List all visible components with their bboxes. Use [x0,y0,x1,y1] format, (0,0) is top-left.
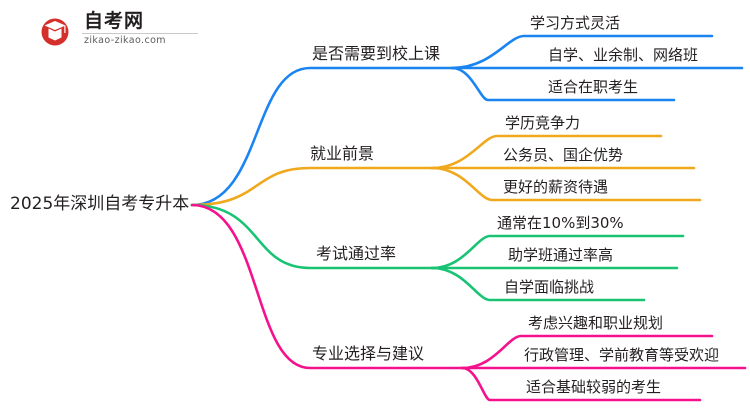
leaf-label-0-1[interactable]: 自学、业余制、网络班 [548,46,699,64]
leaf-label-2-2[interactable]: 自学面临挑战 [504,278,595,296]
leaf-label-1-1[interactable]: 公务员、国企优势 [503,146,624,164]
branch-connector-0 [190,66,454,207]
leaf-connector-3-2 [460,366,702,402]
branch-label-2[interactable]: 考试通过率 [316,244,397,263]
logo-text: 自考网 zikao-zikao.com [82,10,202,47]
branch-connector-3 [190,203,464,370]
branch-connector-1 [190,166,434,207]
leaf-label-0-0[interactable]: 学习方式灵活 [530,14,621,32]
leaf-connector-0-0 [450,34,714,70]
leaf-label-1-0[interactable]: 学历竞争力 [505,114,581,132]
logo-divider [82,33,198,34]
leaf-label-2-1[interactable]: 助学班通过率高 [508,246,614,264]
branch-label-0[interactable]: 是否需要到校上课 [312,44,441,63]
leaf-connector-1-2 [430,166,702,202]
leaf-label-0-2[interactable]: 适合在职考生 [548,78,639,96]
logo-domain: zikao-zikao.com [84,35,166,46]
graduation-cap-logo-icon [33,15,69,49]
leaf-connector-0-2 [450,66,676,102]
branch-label-3[interactable]: 专业选择与建议 [312,344,425,363]
leaf-label-1-2[interactable]: 更好的薪资待遇 [503,178,609,196]
leaf-connector-1-0 [430,134,663,170]
branch-connector-2 [190,203,434,270]
branch-label-1[interactable]: 就业前景 [310,144,375,163]
leaf-label-3-0[interactable]: 考虑兴趣和职业规划 [528,314,664,332]
leaf-label-2-0[interactable]: 通常在10%到30% [497,214,624,232]
leaf-label-3-1[interactable]: 行政管理、学前教育等受欢迎 [524,346,720,364]
site-logo: 自考网 zikao-zikao.com [30,8,200,56]
leaf-connector-2-2 [430,266,646,302]
mindmap-root-node[interactable]: 2025年深圳自考专升本 [10,194,190,214]
leaf-label-3-2[interactable]: 适合基础较弱的考生 [526,378,662,396]
logo-title: 自考网 [84,10,145,32]
